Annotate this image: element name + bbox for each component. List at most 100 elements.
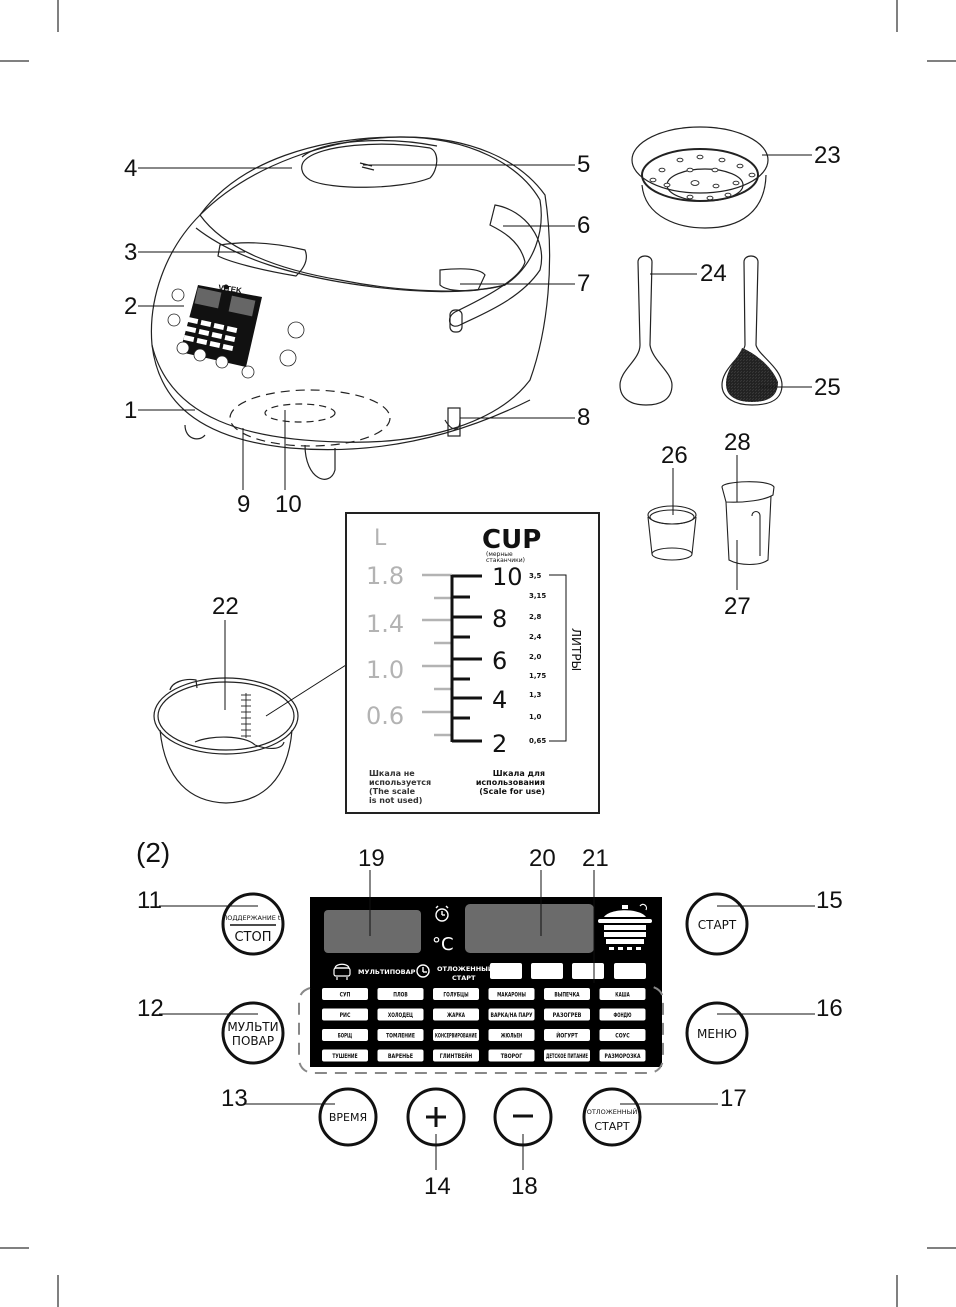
program-button[interactable]: ЖАРКА (433, 1008, 479, 1021)
callout-15: 15 (816, 887, 843, 914)
multipovar-indicator-label: МУЛЬТИПОВАР (358, 968, 416, 976)
program-button-bg (377, 1049, 424, 1062)
program-button[interactable]: ГЛИНТВЕЙН (433, 1049, 479, 1062)
multipovar-indicator-icon (333, 963, 351, 980)
delay-indicator-label: ОТЛОЖЕННЫЙ (437, 964, 493, 973)
program-label: КАША (615, 992, 630, 999)
svg-text:Шкала для: Шкала для (493, 769, 545, 778)
program-button[interactable]: БОРЩ (322, 1029, 368, 1041)
program-button-bg (322, 988, 368, 1000)
device-control-panel: VITEK (167, 283, 305, 379)
program-label: ЙОГУРТ (556, 1031, 578, 1040)
plus-button[interactable] (406, 1087, 466, 1147)
svg-text:ПОДДЕРЖАНИЕ t°: ПОДДЕРЖАНИЕ t° (222, 914, 283, 922)
liters-word: ЛИТРЫ (569, 628, 583, 671)
program-button-bg (377, 988, 424, 1000)
unused-liter-label: 0.6 (366, 702, 404, 730)
program-label: ДЕТСКОЕ ПИТАНИЕ (546, 1053, 588, 1060)
program-button-bg (433, 1049, 479, 1062)
liter-mark: 1,75 (529, 672, 546, 680)
callout-13: 13 (221, 1085, 248, 1112)
program-label: ВЫПЕЧКА (554, 992, 579, 999)
program-button[interactable]: ВЫПЕЧКА (544, 988, 590, 1000)
lid-release-button (217, 242, 307, 277)
program-button-bg (544, 988, 590, 1000)
slotted-spoon (721, 255, 783, 406)
lid (199, 136, 542, 292)
callout-10: 10 (275, 491, 302, 518)
program-button-bg (322, 1029, 368, 1041)
callout-18: 18 (511, 1173, 538, 1200)
program-label: СУП (340, 992, 351, 999)
celsius-indicator: °C (432, 934, 454, 955)
callout-6: 6 (577, 212, 590, 239)
figure-label: (2) (136, 837, 170, 868)
svg-text:ПОВАР: ПОВАР (232, 1034, 274, 1048)
program-button[interactable]: ЖЮЛЬЕН (488, 1029, 535, 1041)
leader-lines-device (138, 164, 575, 490)
svg-text:(Scale for use): (Scale for use) (479, 787, 545, 796)
multipovar-button[interactable]: МУЛЬТИ ПОВАР (221, 1001, 285, 1065)
program-button[interactable]: ФОНДЮ (599, 1008, 646, 1021)
cup-header: CUP (482, 525, 541, 555)
program-area-outline (298, 985, 664, 1074)
program-label: ЖЮЛЬЕН (501, 1033, 523, 1040)
program-button-bg (599, 988, 646, 1000)
program-grid: СУП ПЛОВ ГОЛУБЦЫ МАКАРОНЫ ВЫПЕЧКА КАША РИС ХОЛО… (322, 988, 646, 1062)
unused-liter-label: 1.0 (366, 656, 404, 684)
program-button-bg (488, 1008, 535, 1021)
program-button[interactable]: ГОЛУБЦЫ (433, 988, 479, 1000)
svg-text:использования: использования (476, 778, 545, 787)
delayed-start-button[interactable]: ОТЛОЖЕННЫЙ СТАРТ (582, 1087, 642, 1147)
program-button[interactable]: СОУС (599, 1029, 646, 1041)
svg-text:(мерные: (мерные (486, 551, 513, 558)
program-button[interactable]: КАША (599, 988, 646, 1000)
callout-25: 25 (814, 374, 841, 401)
time-button[interactable]: ВРЕМЯ (318, 1087, 378, 1147)
indicator-segment (531, 963, 563, 979)
unused-liter-label: 1.8 (366, 562, 404, 590)
lcd-time-display (324, 910, 421, 953)
pot-icon (598, 903, 652, 950)
program-label: ФОНДЮ (614, 1012, 632, 1019)
cooker-body (150, 136, 551, 443)
liters-header: L (374, 526, 387, 551)
program-button[interactable]: ЙОГУРТ (544, 1029, 590, 1041)
steam-valve (301, 143, 438, 188)
program-button-bg (433, 1029, 479, 1041)
program-button-bg (433, 1008, 479, 1021)
liter-mark: 2,8 (529, 613, 542, 621)
cup-mark: 8 (492, 605, 507, 633)
program-button[interactable]: РАЗОГРЕВ (544, 1008, 590, 1021)
program-button[interactable]: ТОМЛЕНИЕ (377, 1029, 424, 1041)
keep-warm-stop-button[interactable]: ПОДДЕРЖАНИЕ t° СТОП (221, 892, 285, 956)
program-button[interactable]: ТУШЕНИЕ (322, 1049, 368, 1062)
program-button[interactable]: СУП (322, 988, 368, 1000)
program-label: КОНСЕРВИРОВАНИЕ (435, 1033, 477, 1040)
callout-4: 4 (124, 155, 137, 182)
menu-button[interactable]: МЕНЮ (685, 1001, 749, 1065)
program-button[interactable]: РИС (322, 1008, 368, 1021)
liter-mark: 2,4 (529, 633, 542, 641)
program-button[interactable]: КОНСЕРВИРОВАНИЕ (433, 1029, 479, 1041)
condensation-collector (721, 481, 775, 566)
program-button[interactable]: ДЕТСКОЕ ПИТАНИЕ (544, 1049, 590, 1062)
program-label: ГЛИНТВЕЙН (440, 1051, 472, 1060)
program-button-bg (488, 988, 535, 1000)
callout-12: 12 (137, 995, 164, 1022)
callout-26: 26 (661, 442, 688, 469)
program-button-bg (377, 1029, 424, 1041)
program-button[interactable]: ТВОРОГ (488, 1049, 535, 1062)
start-button[interactable]: СТАРТ (685, 892, 749, 956)
program-button[interactable]: ВАРЕНЬЕ (377, 1049, 424, 1062)
heating-element-outline (229, 389, 391, 447)
callout-1: 1 (124, 397, 137, 424)
program-button[interactable]: ВАРКА/НА ПАРУ (488, 1008, 535, 1021)
program-button-bg (599, 1049, 646, 1062)
callout-5: 5 (577, 151, 590, 178)
program-button[interactable]: РАЗМОРОЗКА (599, 1049, 646, 1062)
program-button[interactable]: ХОЛОДЕЦ (377, 1008, 424, 1021)
program-button[interactable]: МАКАРОНЫ (488, 988, 535, 1000)
program-button[interactable]: ПЛОВ (377, 988, 424, 1000)
